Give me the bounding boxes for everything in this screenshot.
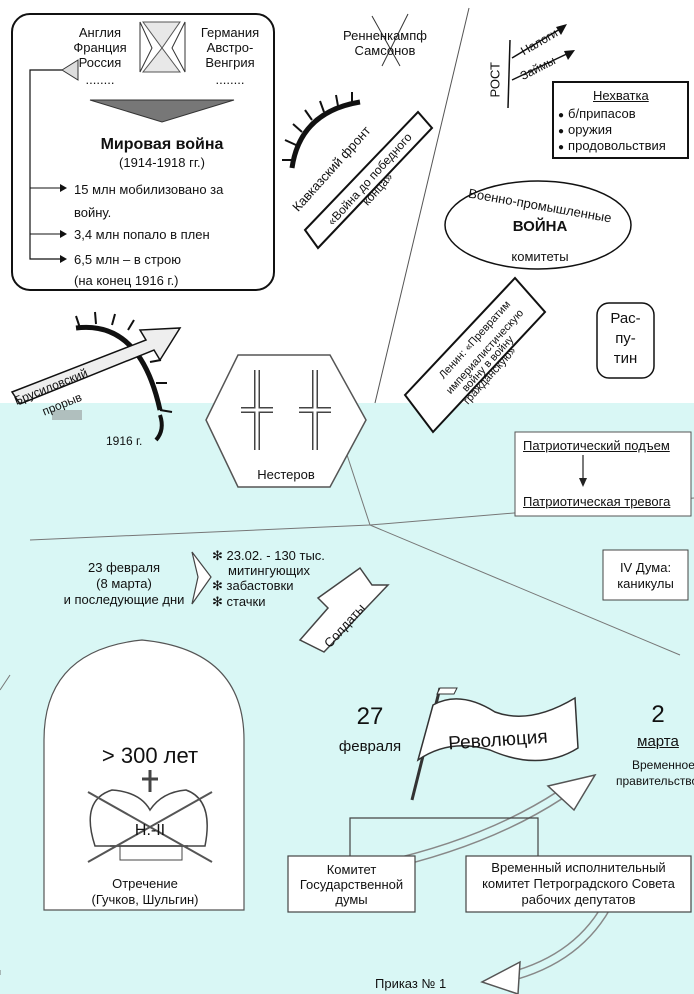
- committees-bottom: комитеты: [511, 249, 569, 264]
- strikes-item: ✻ 23.02. - 130 тыс.: [212, 548, 325, 563]
- asterisk-icon: ✻: [212, 548, 227, 563]
- nesterov-label: Нестеров: [257, 467, 315, 482]
- strikes-item-text: забастовки: [226, 578, 294, 593]
- feb27-day: 27: [356, 703, 384, 730]
- feb27-month: февраля: [338, 738, 402, 755]
- shortage-item: продовольствия: [558, 138, 666, 155]
- brusilov-year: 1916 г.: [106, 434, 143, 448]
- strikes-item: ✻ стачки: [212, 594, 266, 609]
- rasputin-line2: пу-: [615, 330, 636, 347]
- war-years: (1914-1918 гг.): [119, 155, 205, 170]
- strikes-item: ✻ забастовки: [212, 578, 293, 593]
- patriot-upsurge: Патриотический подъем: [523, 438, 670, 453]
- order-no1: Приказ № 1: [375, 976, 447, 991]
- rasputin-line3: тин: [613, 350, 638, 367]
- entente-line3: Россия: [78, 55, 122, 70]
- strikes-item-text: стачки: [226, 594, 266, 609]
- war-stat-active-date: (на конец 1916 г.): [74, 273, 179, 288]
- feb23-line3: и последующие дни: [63, 592, 185, 607]
- patriot-anxiety: Патриотическая тревога: [523, 494, 671, 509]
- shortage-title: Нехватка: [593, 88, 649, 103]
- central-line3: Венгрия: [205, 55, 255, 70]
- strikes-item-text: 23.02. - 130 тыс.: [226, 548, 325, 563]
- abdication-line2: (Гучков, Шульгин): [91, 892, 199, 907]
- duma-committee-line3: думы: [335, 892, 368, 907]
- duma-committee-line1: Комитет: [326, 862, 377, 877]
- entente-line2: Франция: [73, 40, 127, 55]
- shortage-item: б/припасов: [558, 106, 636, 123]
- entente-dots: ........: [85, 72, 115, 87]
- asterisk-icon: ✻: [212, 578, 227, 593]
- war-box: [11, 13, 275, 291]
- duma-committee-line2: Государственной: [299, 877, 404, 892]
- duma4-line2: каникулы: [617, 576, 674, 591]
- central-dots: ........: [215, 72, 245, 87]
- entente-line1: Англия: [78, 25, 122, 40]
- abdication-line1: Отречение: [112, 876, 178, 891]
- provisional-gov-line1: Временное: [632, 758, 694, 772]
- feb23-line1: 23 февраля: [88, 560, 160, 575]
- dynasty-initials: Н.-II: [134, 822, 166, 839]
- feb23-line2: (8 марта): [96, 576, 152, 591]
- dynasty-years: > 300 лет: [101, 743, 199, 768]
- central-line1: Германия: [200, 25, 260, 40]
- central-line2: Австро-: [206, 40, 254, 55]
- war-title: Мировая война: [100, 136, 224, 153]
- generals-line1: Ренненкампф: [343, 28, 427, 43]
- soviet-line3: рабочих депутатов: [521, 892, 636, 907]
- growth-label: РОСТ: [487, 62, 503, 98]
- war-stat-captured: 3,4 млн попало в плен: [74, 227, 210, 242]
- duma4-line1: IV Дума:: [619, 560, 672, 575]
- provisional-gov-line2: правительство: [616, 774, 694, 788]
- soviet-line2: комитет Петроградского Совета: [482, 876, 675, 891]
- war-stat-active: 6,5 млн – в строю: [74, 252, 182, 267]
- asterisk-icon: ✻: [212, 594, 227, 609]
- rasputin-line1: Рас-: [610, 310, 641, 327]
- strikes-item: митингующих: [228, 563, 311, 578]
- committees-war: ВОЙНА: [512, 218, 568, 235]
- mar2-day: 2: [651, 701, 665, 728]
- generals-line2: Самсонов: [354, 43, 416, 58]
- shortage-item: оружия: [558, 122, 612, 139]
- soviet-line1: Временный исполнительный: [491, 860, 666, 875]
- war-stat-mobilized-cont: войну.: [74, 205, 112, 220]
- mar2-month: марта: [637, 733, 679, 750]
- war-stat-mobilized: 15 млн мобилизовано за: [74, 182, 224, 197]
